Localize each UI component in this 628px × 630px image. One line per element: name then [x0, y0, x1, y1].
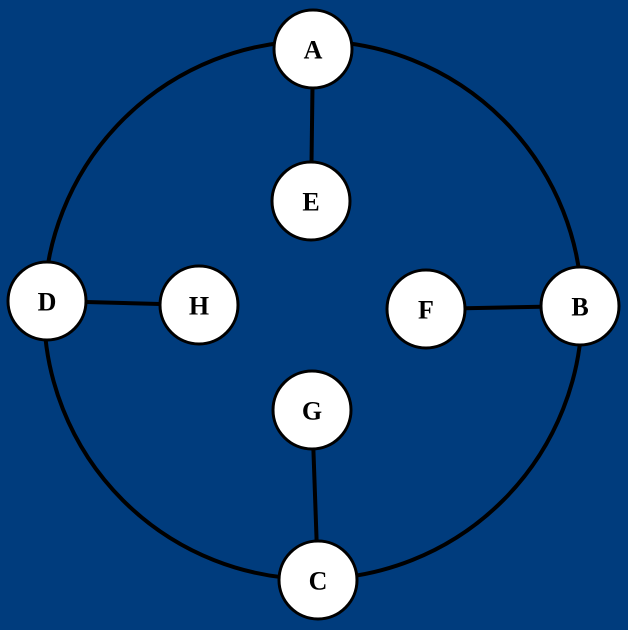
node-f: F	[385, 268, 467, 350]
node-label-e: E	[302, 188, 319, 217]
node-label-d: D	[38, 288, 57, 317]
node-b: B	[539, 265, 621, 347]
node-label-f: F	[418, 296, 434, 325]
edge-a-e	[309, 87, 315, 163]
node-circle-g	[271, 369, 353, 451]
node-label-b: B	[571, 293, 588, 322]
edge-c-g	[311, 448, 319, 542]
node-circle-e	[270, 160, 352, 242]
node-circle-h	[158, 264, 240, 346]
edges-layer	[85, 87, 542, 542]
node-circle-b	[539, 265, 621, 347]
node-h: H	[158, 264, 240, 346]
node-label-h: H	[189, 292, 209, 321]
node-label-c: C	[309, 567, 328, 596]
node-d: D	[6, 260, 88, 342]
node-label-g: G	[302, 397, 322, 426]
node-circle-a	[272, 8, 354, 90]
node-circle-d	[6, 260, 88, 342]
node-c: C	[277, 539, 359, 621]
edge-d-h	[85, 300, 161, 306]
node-a: A	[272, 8, 354, 90]
node-circle-f	[385, 268, 467, 350]
node-g: G	[271, 369, 353, 451]
node-label-a: A	[304, 36, 323, 65]
node-e: E	[270, 160, 352, 242]
node-circle-c	[277, 539, 359, 621]
edge-b-f	[464, 304, 542, 311]
nodes-layer: A B C D E F G H	[6, 8, 621, 621]
